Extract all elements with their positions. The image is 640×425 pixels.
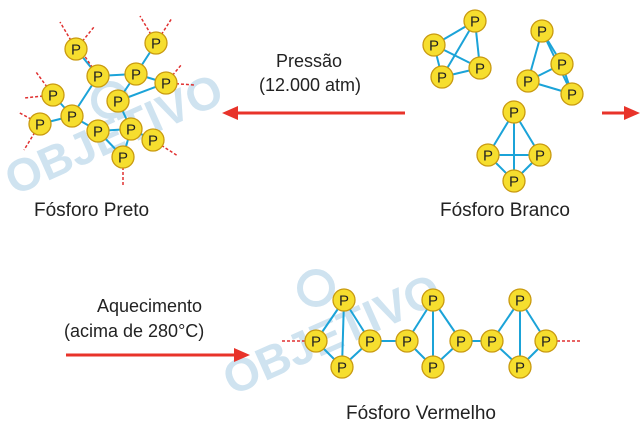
arrow-head — [624, 106, 640, 120]
phosphorus-atom — [86, 64, 110, 88]
atom-symbol: P — [337, 360, 347, 377]
atom-symbol: P — [151, 36, 161, 53]
atom-symbol: P — [93, 69, 103, 86]
atom-symbol: P — [113, 94, 123, 111]
phosphorus-atom — [560, 82, 584, 106]
atom-symbol: P — [428, 360, 438, 377]
phosphorus-atom — [430, 65, 454, 89]
atom-symbol: P — [509, 105, 519, 122]
atom-symbol: P — [428, 293, 438, 310]
atom-symbol: P — [126, 122, 136, 139]
phosphorus-atom — [60, 104, 84, 128]
atom-symbol: P — [523, 74, 533, 91]
atom-symbol: P — [487, 334, 497, 351]
phosphorus-atom — [480, 329, 504, 353]
phosphorus-atom — [502, 100, 526, 124]
phosphorus-atom — [64, 37, 88, 61]
phosphorus-atom — [449, 329, 473, 353]
atom-symbol: P — [339, 293, 349, 310]
atom-symbol: P — [515, 360, 525, 377]
phosphorus-atom — [332, 288, 356, 312]
atom-symbol: P — [48, 88, 58, 105]
heating-condition-label: (acima de 280°C) — [64, 321, 205, 341]
phosphorus-atom — [358, 329, 382, 353]
atom-symbol: P — [35, 117, 45, 134]
atom-symbol: P — [71, 42, 81, 59]
atom-symbol: P — [161, 76, 171, 93]
phosphorus-atom — [421, 355, 445, 379]
atom-symbol: P — [67, 109, 77, 126]
phosphorus-atom — [550, 52, 574, 76]
dangling-bond — [165, 63, 183, 84]
black-phosphorus-label: Fósforo Preto — [34, 200, 150, 221]
phosphorus-atom — [422, 33, 446, 57]
atom-symbol: P — [535, 148, 545, 165]
red-phosphorus-label: Fósforo Vermelho — [346, 403, 496, 424]
atom-symbol: P — [567, 87, 577, 104]
phosphorus-atom — [41, 83, 65, 107]
phosphorus-atom — [476, 143, 500, 167]
atom-symbol: P — [557, 57, 567, 74]
atom-symbol: P — [437, 70, 447, 87]
atom-symbol: P — [537, 24, 547, 41]
atom-symbol: P — [515, 293, 525, 310]
phosphorus-atom — [304, 329, 328, 353]
arrow-head — [222, 106, 238, 120]
arrow-head — [234, 348, 250, 362]
atom-symbol: P — [456, 334, 466, 351]
phosphorus-atom — [330, 355, 354, 379]
atom-symbol: P — [475, 61, 485, 78]
phosphorus-atom — [154, 71, 178, 95]
atom-symbol: P — [541, 334, 551, 351]
phosphorus-atom — [508, 288, 532, 312]
phosphorus-atom — [530, 19, 554, 43]
phosphorus-atom — [119, 117, 143, 141]
phosphorus-atom — [502, 169, 526, 193]
phosphorus-atom — [421, 288, 445, 312]
pressure-value-label: (12.000 atm) — [259, 75, 362, 95]
phosphorus-atom — [141, 128, 165, 152]
phosphorus-atom — [111, 145, 135, 169]
phosphorus-atom — [468, 56, 492, 80]
phosphorus-atom — [534, 329, 558, 353]
phosphorus-atom — [516, 69, 540, 93]
phosphorus-atom — [508, 355, 532, 379]
atom-symbol: P — [470, 14, 480, 31]
atom-symbol: P — [93, 124, 103, 141]
dangling-bond — [17, 111, 41, 125]
phosphorus-atom — [28, 112, 52, 136]
phosphorus-atom — [86, 119, 110, 143]
watermark-logo-icon — [297, 269, 335, 307]
phosphorus-atom — [528, 143, 552, 167]
heating-label: Aquecimento — [97, 296, 203, 316]
atom-symbol: P — [429, 38, 439, 55]
atom-symbol: P — [311, 334, 321, 351]
pressure-label: Pressão — [276, 51, 343, 71]
atom-symbol: P — [402, 334, 412, 351]
phosphorus-atom — [463, 9, 487, 33]
phosphorus-atom — [395, 329, 419, 353]
dangling-bond — [83, 54, 99, 77]
phosphorus-atom — [144, 31, 168, 55]
atom-symbol: P — [509, 174, 519, 191]
atom-symbol: P — [365, 334, 375, 351]
phosphorus-atom — [124, 62, 148, 86]
white-phosphorus-label: Fósforo Branco — [440, 200, 570, 221]
atom-symbol: P — [483, 148, 493, 165]
atom-symbol: P — [118, 150, 128, 167]
atom-symbol: P — [148, 133, 158, 150]
atom-symbol: P — [131, 67, 141, 84]
phosphorus-atom — [106, 89, 130, 113]
